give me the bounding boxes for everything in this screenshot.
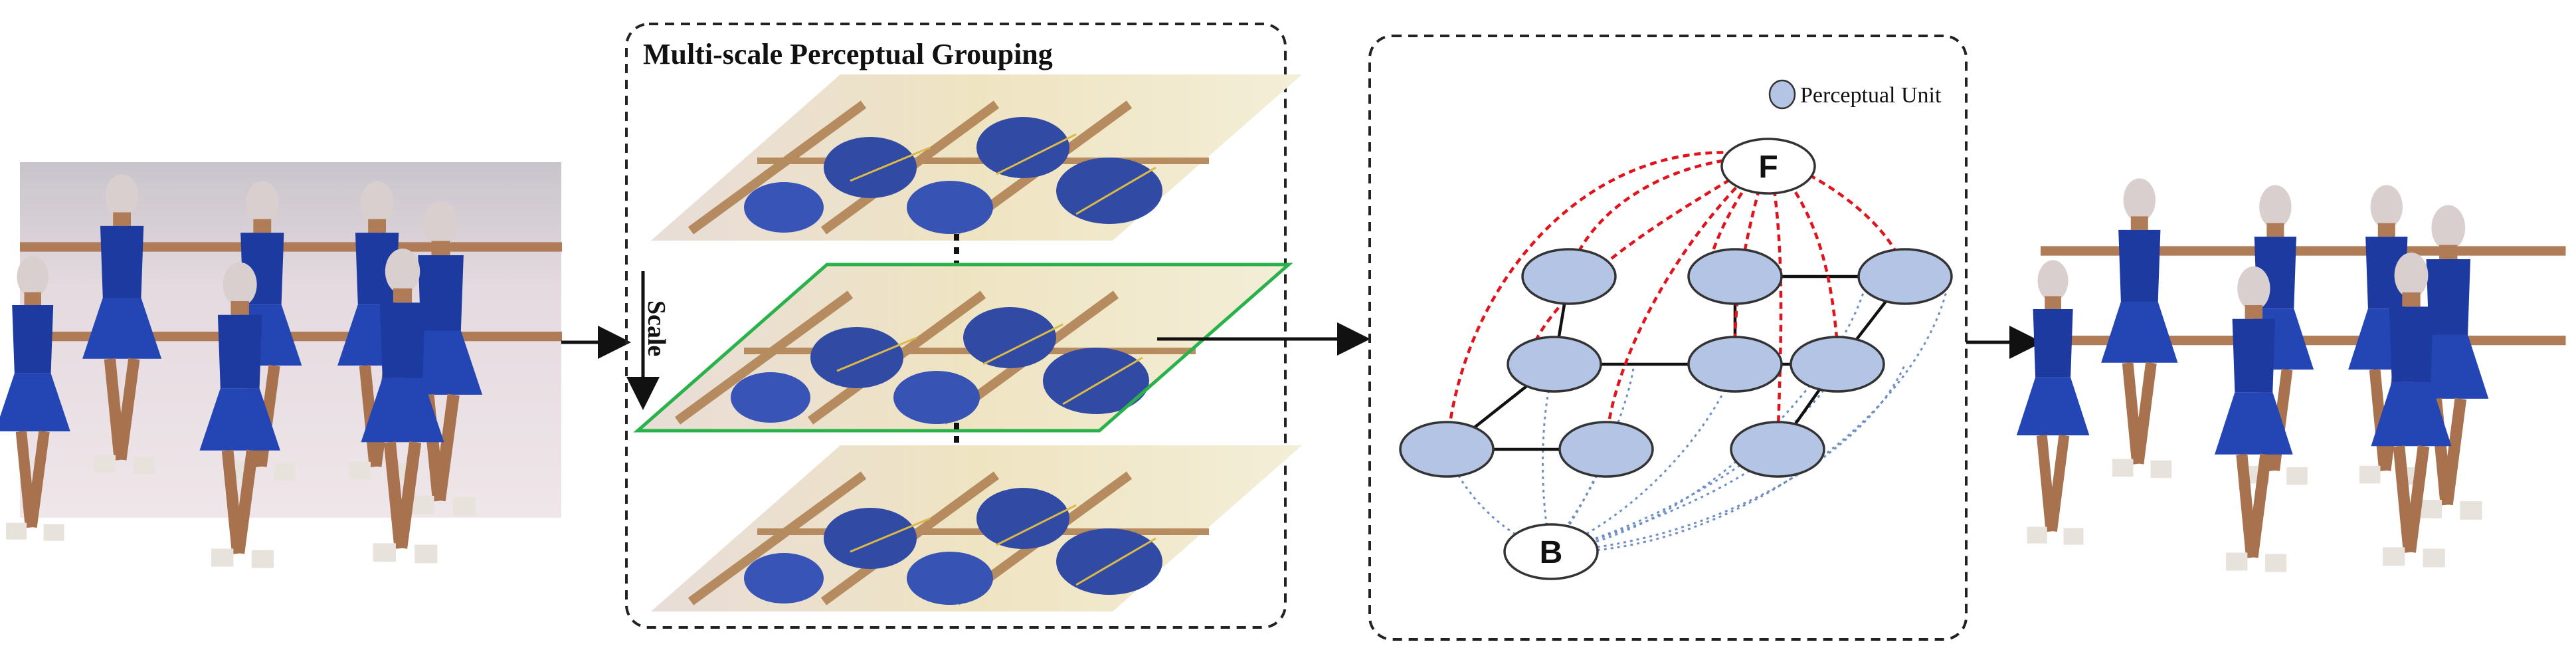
- unit-node: [1687, 248, 1783, 305]
- scale-label: Scale: [642, 300, 670, 356]
- output-segmentation: [2017, 178, 2566, 572]
- background-node-label: B: [1540, 535, 1563, 570]
- pyramid-layer-top: [651, 74, 1302, 241]
- pyramid-layer-bottom: [651, 445, 1302, 611]
- unit-node: [1790, 336, 1885, 393]
- legend-label: Perceptual Unit: [1800, 83, 1942, 108]
- perceptual-units: [1399, 248, 1953, 478]
- grouping-panel-title: Multi-scale Perceptual Grouping: [643, 38, 1053, 70]
- unit-node: [1521, 248, 1617, 305]
- unit-node: [1507, 336, 1602, 393]
- foreground-edges: [1445, 151, 1907, 450]
- legend: Perceptual Unit: [1768, 79, 1942, 110]
- pyramid-layer-middle: [638, 265, 1289, 431]
- segmented-skaters: [2017, 178, 2566, 572]
- unit-node: [1730, 421, 1825, 478]
- ellipsis-dots-top: [954, 234, 959, 267]
- foreground-node-label: F: [1758, 150, 1778, 185]
- background-node: B: [1503, 523, 1599, 580]
- selected-scale-frame: [633, 263, 1293, 433]
- graph-panel: Perceptual Unit: [1368, 35, 1968, 641]
- unit-node: [1857, 248, 1953, 305]
- unit-node: [1399, 421, 1495, 478]
- unit-node: [1558, 421, 1654, 478]
- foreground-node: F: [1720, 138, 1816, 195]
- input-photo: [0, 162, 562, 568]
- grouping-panel: Multi-scale Perceptual Grouping Scale: [625, 23, 1302, 629]
- legend-unit-icon: [1768, 79, 1796, 110]
- unit-node: [1687, 336, 1783, 393]
